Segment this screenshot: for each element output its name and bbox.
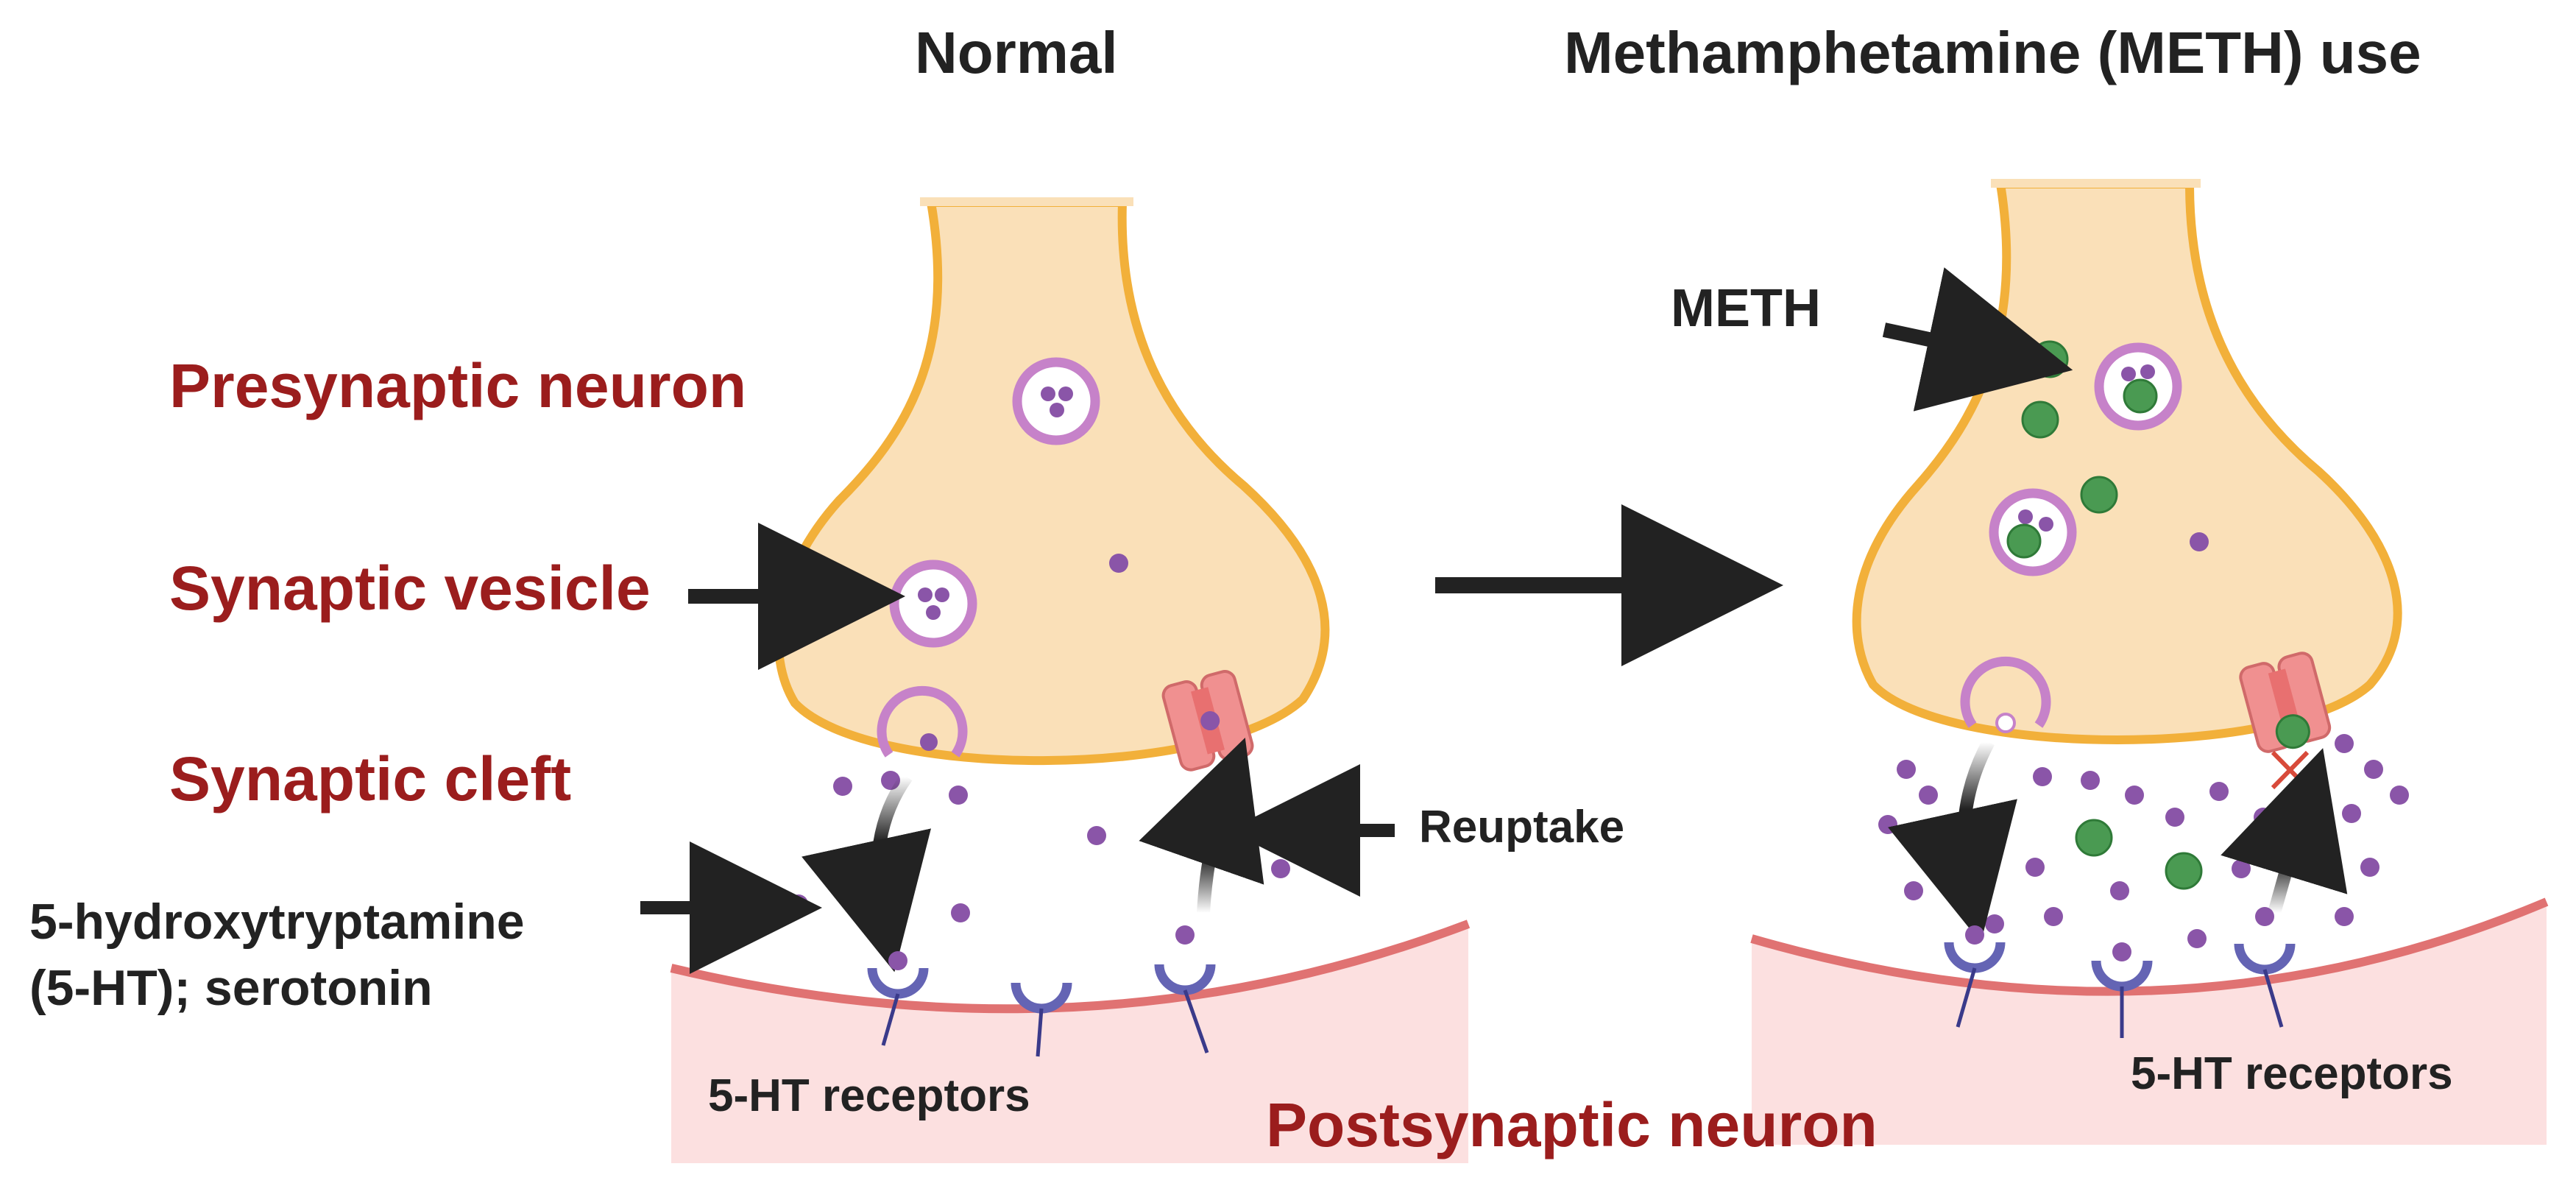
postsynaptic-neuron-normal: [670, 919, 1471, 1163]
synaptic-vesicle: [889, 560, 977, 648]
presynaptic-terminal-meth: [1852, 179, 2402, 744]
serotonin-molecule: [1109, 554, 1128, 573]
synaptic-vesicle-label: Synaptic vesicle: [169, 554, 651, 623]
5ht-receptor: [1944, 925, 2006, 1028]
synaptic-vesicle: [1012, 357, 1100, 445]
synaptic-vesicle: [2094, 342, 2182, 431]
serotonin-label-line2: (5-HT); serotonin: [29, 960, 433, 1016]
synaptic-cleft-label: Synaptic cleft: [169, 744, 572, 813]
postsynaptic-neuron-meth: [1750, 897, 2549, 1145]
reuptake-arrow: [2221, 748, 2348, 915]
panel-title-normal: Normal: [915, 20, 1118, 85]
serotonin-label-line1: 5-hydroxytryptamine: [29, 894, 525, 950]
presynaptic-terminal-normal: [774, 197, 1330, 766]
panel-title-meth: Methamphetamine (METH) use: [1564, 20, 2421, 85]
meth-label: METH: [1671, 279, 1821, 338]
reuptake-arrow: [1139, 738, 1264, 914]
synaptic-vesicle: [1989, 488, 2077, 576]
fusing-vesicle: [1960, 656, 2051, 733]
5ht-receptors-label-left: 5-HT receptors: [708, 1070, 1030, 1121]
meth-arrow: [1882, 267, 2073, 412]
presynaptic-neuron-label: Presynaptic neuron: [169, 351, 747, 420]
release-arrow: [1888, 738, 2017, 943]
5ht-receptors-label-right: 5-HT receptors: [2131, 1048, 2453, 1099]
5ht-receptor: [1154, 925, 1216, 1053]
5ht-receptor: [2234, 907, 2296, 1028]
serotonin-molecule: [2190, 532, 2209, 551]
5ht-receptor: [867, 951, 929, 1046]
release-arrow: [802, 772, 932, 973]
block-x-mark: [2271, 750, 2310, 790]
fusing-vesicle: [877, 685, 968, 758]
reuptake-label: Reuptake: [1419, 802, 1625, 853]
postsynaptic-neuron-label: Postsynaptic neuron: [1266, 1090, 1878, 1159]
5ht-receptor: [1011, 982, 1072, 1057]
5ht-receptor: [2091, 942, 2153, 1038]
